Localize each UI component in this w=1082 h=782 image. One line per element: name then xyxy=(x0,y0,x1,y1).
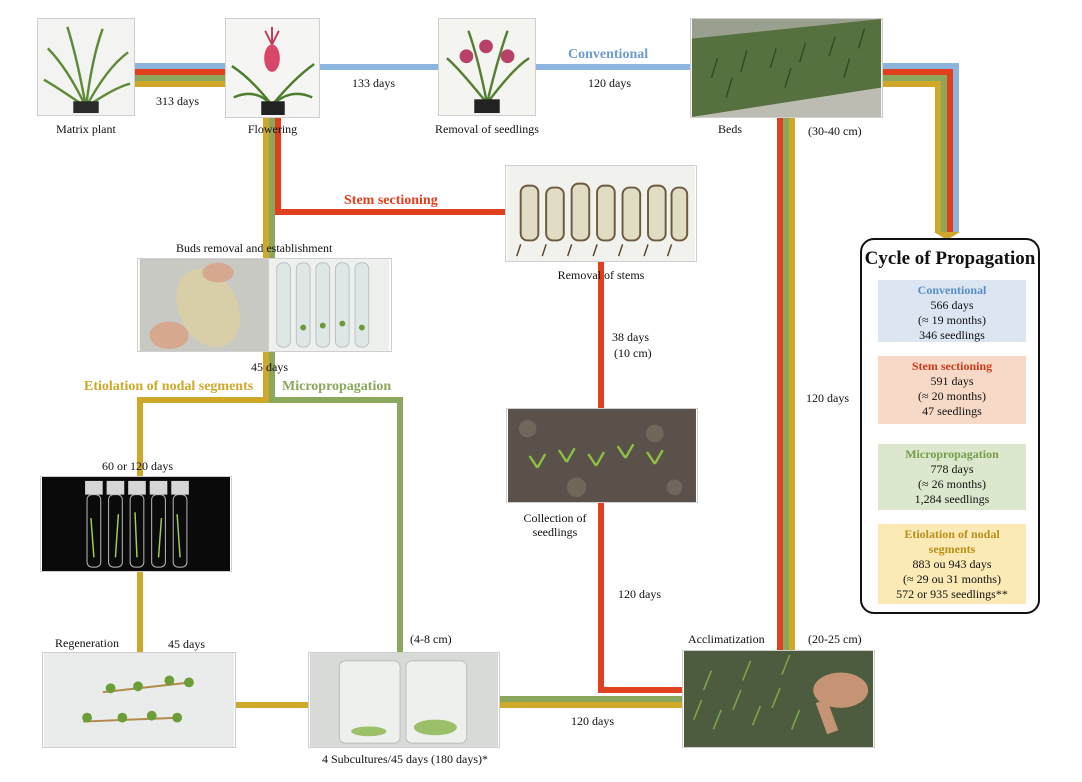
duration-38-size: (10 cm) xyxy=(614,346,652,360)
removal-stems-label: Removal of stems xyxy=(557,268,645,282)
band-conventional-right xyxy=(883,63,959,232)
buds-photo xyxy=(137,258,392,352)
seedlings-photo xyxy=(438,18,536,116)
jars-photo xyxy=(308,652,500,748)
flowering-pineapple-photo xyxy=(225,18,320,118)
legend-conventional: Conventional 566 days (≈ 19 months) 346 … xyxy=(878,280,1026,342)
acclim-size-label: (20-25 cm) xyxy=(808,632,862,646)
collection-label: Collection of seedlings xyxy=(523,511,587,539)
band-stem-collection xyxy=(598,503,682,693)
method-stem: Stem sectioning xyxy=(344,193,438,208)
band-micro-branch xyxy=(269,397,403,652)
legend-micro-days: 778 days xyxy=(930,462,974,476)
removal-seedlings-label: Removal of seedlings xyxy=(435,122,539,136)
duration-45-regen: 45 days xyxy=(168,637,205,651)
legend-micro-months: (≈ 26 months) xyxy=(918,477,986,491)
regeneration-label: Regeneration xyxy=(55,636,119,650)
subcultures-label: 4 Subcultures/45 days (180 days)* xyxy=(322,752,488,766)
legend-etiolation-days: 883 ou 943 days xyxy=(912,557,992,571)
duration-45-buds: 45 days xyxy=(251,360,288,374)
vials-photo xyxy=(40,476,232,572)
legend-stem-days: 591 days xyxy=(930,374,974,388)
legend-conventional-name: Conventional xyxy=(917,283,987,297)
method-etiolation: Etiolation of nodal segments xyxy=(84,379,254,394)
collection-photo xyxy=(506,408,698,503)
legend-conventional-seedlings: 346 seedlings xyxy=(919,328,985,342)
band-etiolation-right xyxy=(883,81,941,232)
matrix-plant-photo xyxy=(37,18,135,116)
legend-stem-months: (≈ 20 months) xyxy=(918,389,986,403)
band-stem-right xyxy=(883,69,953,232)
legend-micro: Micropropagation 778 days (≈ 26 months) … xyxy=(878,444,1026,510)
duration-60-120: 60 or 120 days xyxy=(102,459,173,473)
stems-photo xyxy=(505,165,697,262)
duration-313: 313 days xyxy=(156,94,199,108)
cycle-of-propagation-panel: Cycle of Propagation Conventional 566 da… xyxy=(860,238,1040,614)
matrix-label: Matrix plant xyxy=(56,122,116,136)
legend-etiolation-months: (≈ 29 ou 31 months) xyxy=(903,572,1001,586)
legend-etiolation-name2: segments xyxy=(928,542,976,556)
band-etiolation-left xyxy=(137,397,269,476)
duration-120-stem: 120 days xyxy=(618,587,661,601)
legend-etiolation: Etiolation of nodal segments 883 ou 943 … xyxy=(878,524,1026,604)
legend-stem: Stem sectioning 591 days (≈ 20 months) 4… xyxy=(878,356,1026,424)
arrow-head-cycle xyxy=(934,232,960,240)
legend-stem-seedlings: 47 seedlings xyxy=(922,404,982,418)
duration-38: 38 days xyxy=(612,330,649,344)
method-micro: Micropropagation xyxy=(282,379,392,394)
buds-label: Buds removal and establishment xyxy=(176,241,333,255)
duration-133: 133 days xyxy=(352,76,395,90)
regeneration-photo xyxy=(42,652,236,748)
band-micro-right xyxy=(883,75,947,232)
size-4-8-label: (4-8 cm) xyxy=(410,632,452,646)
legend-micro-seedlings: 1,284 seedlings xyxy=(914,492,990,506)
cycle-title: Cycle of Propagation xyxy=(864,248,1036,269)
band-stem-down xyxy=(275,118,505,215)
legend-etiolation-seedlings: 572 or 935 seedlings** xyxy=(896,587,1008,601)
legend-stem-name: Stem sectioning xyxy=(911,359,993,373)
legend-conventional-days: 566 days xyxy=(930,298,974,312)
method-conventional: Conventional xyxy=(568,47,649,62)
beds-photo xyxy=(690,18,883,118)
legend-etiolation-name1: Etiolation of nodal xyxy=(904,527,1000,541)
legend-micro-name: Micropropagation xyxy=(905,447,999,461)
flowering-label: Flowering xyxy=(247,122,298,136)
legend-conventional-months: (≈ 19 months) xyxy=(918,313,986,327)
duration-120-top: 120 days xyxy=(588,76,631,90)
beds-label: Beds xyxy=(718,122,742,136)
acclimatization-photo xyxy=(682,650,875,748)
duration-120-right: 120 days xyxy=(806,391,849,405)
acclimatization-label: Acclimatization xyxy=(688,632,765,646)
duration-120-bottom: 120 days xyxy=(571,714,614,728)
beds-size-label: (30-40 cm) xyxy=(808,124,862,138)
